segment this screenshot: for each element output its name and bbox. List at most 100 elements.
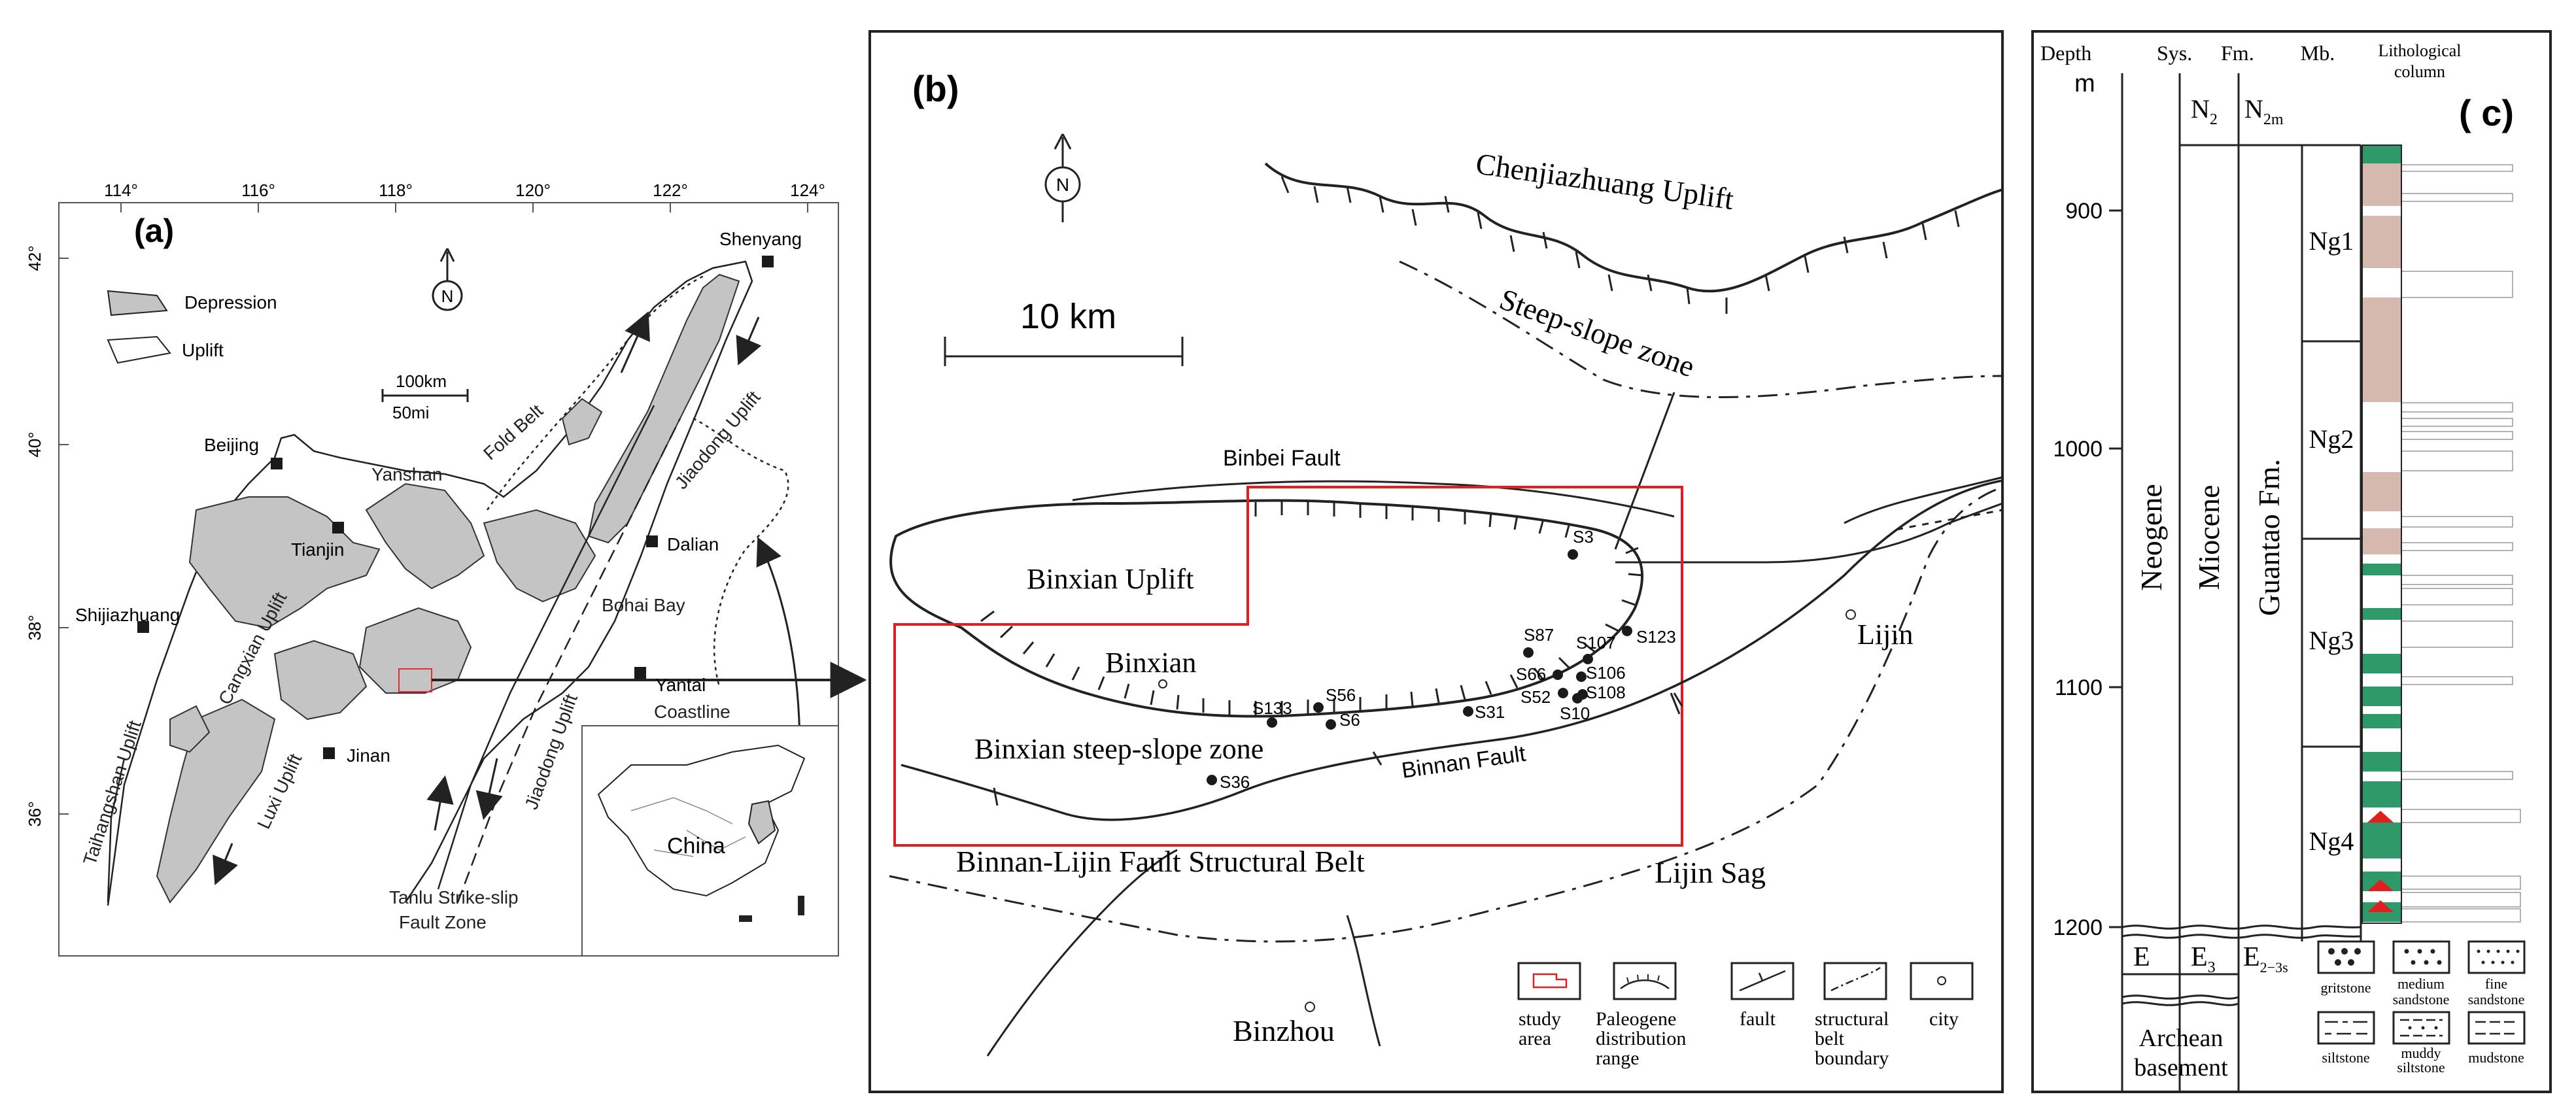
- binzhou-city-marker: [1305, 1002, 1315, 1012]
- city-label-beijing: Beijing: [204, 435, 259, 455]
- scale-km-label: 100km: [396, 371, 447, 391]
- well-label: S133: [1252, 698, 1292, 718]
- label-system: Neogene: [2135, 484, 2168, 590]
- legend-text: sandstone: [2393, 991, 2450, 1008]
- fault-segment: [1896, 509, 2003, 531]
- label-e: E: [2133, 942, 2150, 972]
- lat-ticks: 42° 40° 38° 36°: [25, 245, 69, 827]
- linqing-depression: [273, 639, 368, 721]
- well-labels: S3 S87 S107 S123 S66 S106 S52 S108 S10 S…: [1220, 527, 1676, 792]
- study-area-outline: [893, 486, 1683, 847]
- well-marker: [1572, 693, 1583, 704]
- label-binbei-fault: Binbei Fault: [1223, 446, 1341, 471]
- well-marker: [1207, 775, 1217, 785]
- litho-bed-mud: [2362, 528, 2401, 554]
- label-lijin-sag: Lijin Sag: [1655, 856, 1766, 889]
- legend-text: city: [1929, 1008, 1959, 1030]
- legend-box-study-area: [1517, 962, 1581, 1000]
- lat-tick-label: 40°: [25, 432, 44, 457]
- lon-tick-label: 114°: [104, 180, 138, 200]
- litho-red-marker: [2367, 900, 2394, 912]
- label-tanlu-2: Fault Zone: [399, 912, 487, 932]
- well-label: S31: [1475, 702, 1505, 722]
- legend-belt-symbol: [1830, 966, 1881, 992]
- chenjiazhuang-hachures: [1280, 176, 1960, 314]
- legend-gritstone-swatch: [2317, 940, 2375, 974]
- fold-belt: [486, 273, 707, 511]
- label-binzhou: Binzhou: [1233, 1014, 1335, 1047]
- label-tanlu-1: Tanlu Strike-slip: [389, 887, 519, 908]
- fault-arrow: [426, 775, 454, 831]
- well-marker: [1523, 647, 1534, 658]
- litho-bed-mud: [2362, 297, 2401, 402]
- litho-red-marker: [2367, 879, 2394, 891]
- litho-bed-mud: [2362, 163, 2401, 206]
- city-labels: Shenyang Beijing Tianjin Dalian Shijiazh…: [75, 229, 802, 766]
- lon-tick-label: 122°: [653, 180, 688, 200]
- city-label-jinan: Jinan: [347, 745, 390, 766]
- legend-text: medium: [2397, 976, 2445, 992]
- lon-tick-label: 118°: [379, 180, 413, 200]
- depth-tick-label: 1200: [2053, 915, 2103, 940]
- binxian-city-marker: [1158, 679, 1167, 688]
- well-marker: [1622, 626, 1632, 636]
- lon-tick-label: 116°: [241, 180, 275, 200]
- label-binxian-steep-slope-zone: Binxian steep-slope zone: [974, 733, 1263, 765]
- small-depression: [561, 398, 603, 446]
- panel-a-label: (a): [134, 212, 174, 249]
- well-marker: [1568, 549, 1578, 560]
- panel-c-frame: [2031, 30, 2552, 1093]
- label-yanshan: Yanshan: [371, 464, 442, 484]
- legend-text: study: [1519, 1008, 1561, 1030]
- litho-bed-mud: [2362, 216, 2401, 268]
- well-label: S10: [1560, 704, 1590, 723]
- city-square: [646, 535, 658, 547]
- wells: [1207, 549, 1632, 785]
- fault-lines: [107, 273, 789, 903]
- label-chenjiazhuang-uplift: Chenjiazhuang Uplift: [1474, 146, 1736, 216]
- city-markers: [137, 256, 774, 759]
- unconformity-1: [2121, 925, 2361, 930]
- small-depression: [169, 705, 211, 753]
- label-china: China: [667, 834, 725, 858]
- steep-slope-boundary: [1399, 260, 2003, 398]
- label-jiaodong-uplift-2: Jiaodong Uplift: [521, 691, 582, 812]
- label-bohai-bay: Bohai Bay: [602, 595, 685, 615]
- legend-text: fine: [2485, 976, 2507, 992]
- bottom-unit-labels: E E3 E2−3s Archean basement: [2133, 942, 2288, 1081]
- member-label: Ng2: [2309, 424, 2354, 454]
- top-unit-labels: N2 N2m: [2191, 94, 2284, 128]
- panel-b: (b) N 10 km Chenjia: [868, 30, 2004, 1093]
- label-binnan-lijin-belt: Binnan-Lijin Fault Structural Belt: [956, 845, 1365, 878]
- label-binxian: Binxian: [1105, 647, 1196, 679]
- well-marker: [1326, 719, 1336, 730]
- header-mb: Mb.: [2301, 41, 2335, 65]
- coastline: [693, 417, 789, 687]
- well-label: S56: [1326, 685, 1356, 705]
- well-label: S6: [1339, 710, 1360, 730]
- member-label: Ng1: [2309, 226, 2354, 256]
- scale-b-label: 10 km: [1020, 297, 1116, 336]
- label-n2: N2: [2191, 94, 2218, 128]
- uplift-legend-label: Uplift: [182, 340, 224, 360]
- city-label-dalian: Dalian: [667, 534, 719, 554]
- depth-tick-label: 1000: [2053, 437, 2103, 462]
- panel-b-legend: study area Paleogene distribution range …: [1517, 962, 1974, 1069]
- litho-bed-green: [2362, 564, 2401, 575]
- well-marker: [1463, 706, 1473, 717]
- lat-tick-label: 36°: [25, 801, 44, 826]
- depth-tick-label: 900: [2065, 199, 2103, 224]
- well-marker: [1313, 702, 1324, 713]
- panel-c: Depth m Sys. Fm. Mb. Lithological column…: [2031, 30, 2552, 1093]
- legend-mudstone-swatch: [2467, 1011, 2526, 1045]
- unconformity-3: [2121, 994, 2239, 1000]
- legend-box-belt: [1823, 962, 1887, 1000]
- legend-city-symbol: [1937, 976, 1946, 985]
- binnan-fault: [901, 479, 2003, 821]
- island-mark: [739, 915, 752, 922]
- well-label: S3: [1573, 527, 1594, 547]
- legend-text: gritstone: [2321, 979, 2371, 996]
- well-label: S66: [1516, 664, 1546, 684]
- lijin-city-marker: [1846, 609, 1856, 620]
- unconformity-4: [2121, 1001, 2239, 1006]
